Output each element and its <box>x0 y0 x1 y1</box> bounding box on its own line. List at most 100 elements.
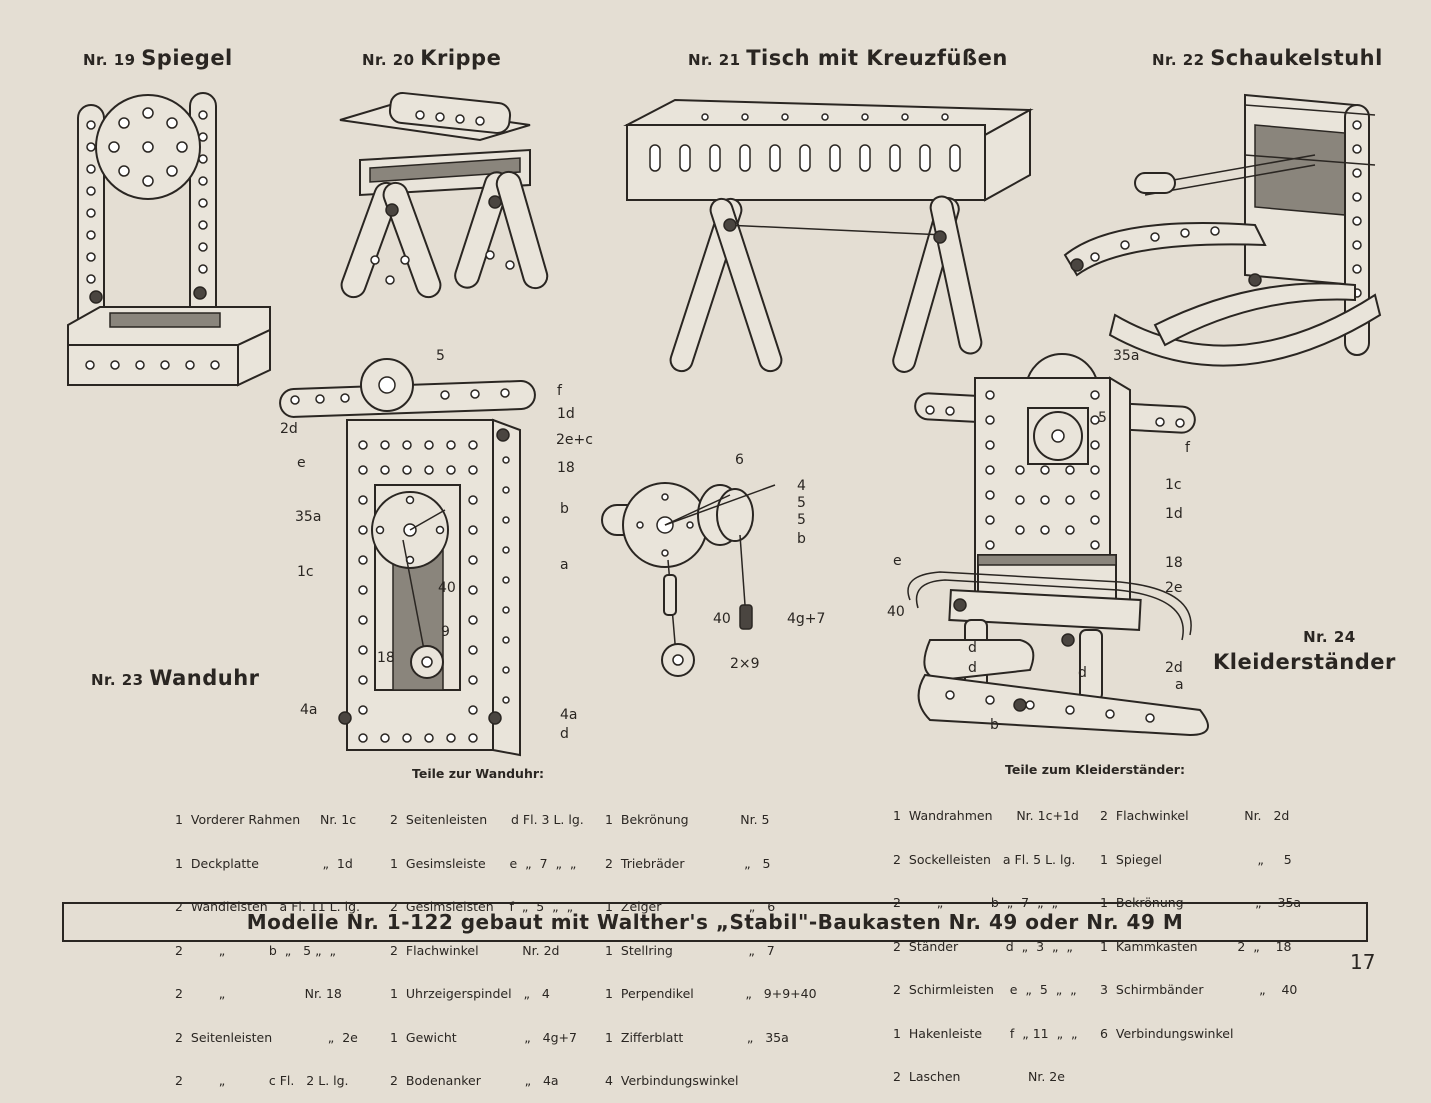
label-2d: 2d <box>280 421 298 437</box>
parts-line: 1 Vorderer Rahmen Nr. 1c <box>175 812 357 827</box>
parts-line: 2 „ c Fl. 2 L. lg. <box>175 1073 349 1088</box>
parts-line: 2 „ b „ 5 „ „ <box>175 942 336 958</box>
parts-line: 1 Hakenleiste f „ 11 „ „ <box>893 1025 1078 1041</box>
detail-label-b: b <box>797 531 806 547</box>
detail-label-40: 40 <box>713 611 731 627</box>
parts-line: 2 Seitenleisten d Fl. 3 L. lg. <box>390 812 584 827</box>
model-24-title: Nr. 24 Kleiderständer <box>1213 628 1396 674</box>
label-e: e <box>297 455 306 471</box>
label-d: d <box>560 726 569 742</box>
kleider-label-a: a <box>1175 677 1184 693</box>
label-40: 40 <box>438 580 456 596</box>
model-number: Nr. 19 <box>83 51 136 69</box>
parts-line: 1 Gewicht „ 4g+7 <box>390 1029 577 1045</box>
detail-label-5b: 5 <box>797 512 806 528</box>
label-35a: 35a <box>295 509 322 525</box>
parts-line: 2 „ Nr. 18 <box>175 986 342 1001</box>
parts-line: 6 Verbindungswinkel <box>1100 1025 1234 1041</box>
kleider-label-d1: d <box>968 640 977 656</box>
tisch-illustration <box>623 98 1034 373</box>
kleider-label-35a: 35a <box>1113 348 1140 364</box>
label-b: b <box>560 501 569 517</box>
parts-line: 1 Kammkasten 2 „ 18 <box>1100 938 1292 954</box>
model-name: Tisch mit Kreuzfüßen <box>746 46 1008 70</box>
label-18-inner: 18 <box>377 650 395 666</box>
parts-line: 2 Laschen Nr. 2e <box>893 1069 1065 1084</box>
label-5: 5 <box>436 348 445 364</box>
schaukelstuhl-illustration <box>1063 93 1382 367</box>
kleider-label-40: 40 <box>887 604 905 620</box>
kleider-label-b: b <box>990 717 999 733</box>
parts-line: 1 Bekrönung Nr. 5 <box>605 812 770 827</box>
spiegel-illustration <box>67 92 271 387</box>
parts-line: 1 Spiegel „ 5 <box>1100 851 1292 867</box>
parts-wanduhr-col3: 1 Bekrönung Nr. 5 2 Triebräder „ 5 1 Zei… <box>605 784 817 1103</box>
model-name: Kleiderständer <box>1213 650 1396 674</box>
parts-line: 1 Zifferblatt „ 35a <box>605 1029 789 1045</box>
parts-line: 1 Deckplatte „ 1d <box>175 855 353 871</box>
detail-label-4: 4 <box>797 478 806 494</box>
model-name: Spiegel <box>141 46 233 70</box>
model-name: Schaukelstuhl <box>1210 46 1383 70</box>
kleider-label-1d: 1d <box>1165 506 1183 522</box>
model-23-title: Nr. 23 Wanduhr <box>91 666 260 690</box>
kleider-label-5: 5 <box>1098 410 1107 426</box>
model-20-title: Nr. 20 Krippe <box>362 46 501 70</box>
label-4a-right: 4a <box>560 707 578 723</box>
model-range-banner: Modelle Nr. 1-122 gebaut mit Walther's „… <box>62 902 1368 942</box>
label-2e-c: 2e+c <box>556 432 593 448</box>
detail-label-4g7: 4g+7 <box>787 611 826 627</box>
parts-line: 1 Wandrahmen Nr. 1c+1d <box>893 808 1079 823</box>
parts-line: 1 Perpendikel „ 9+9+40 <box>605 986 817 1001</box>
model-number: Nr. 22 <box>1152 51 1205 69</box>
model-number: Nr. 20 <box>362 51 415 69</box>
parts-line: 1 Stellring „ 7 <box>605 942 775 958</box>
label-f: f <box>557 383 562 399</box>
parts-line: 2 Ständer d „ 3 „ „ <box>893 938 1073 954</box>
detail-label-2x9: 2×9 <box>730 656 760 672</box>
parts-line: 2 Flachwinkel Nr. 2d <box>1100 808 1290 823</box>
kleiderstaender-illustration <box>907 353 1209 737</box>
parts-line: 4 Verbindungswinkel <box>605 1073 739 1088</box>
model-number: Nr. 21 <box>688 51 741 69</box>
kleider-label-f: f <box>1185 440 1190 456</box>
detail-label-6: 6 <box>735 452 744 468</box>
model-22-title: Nr. 22 Schaukelstuhl <box>1152 46 1383 70</box>
parts-wanduhr-title: Teile zur Wanduhr: <box>412 766 545 781</box>
parts-line: 2 Bodenanker „ 4a <box>390 1073 559 1088</box>
model-number: Nr. 24 <box>1303 628 1356 646</box>
parts-line: 1 Gesimsleiste e „ 7 „ „ <box>390 855 577 871</box>
detail-label-5a: 5 <box>797 495 806 511</box>
parts-line: 2 Triebräder „ 5 <box>605 855 771 871</box>
kleider-label-18: 18 <box>1165 555 1183 571</box>
parts-line: 2 Schirmleisten e „ 5 „ „ <box>893 982 1077 997</box>
parts-line: 2 Seitenleisten „ 2e <box>175 1029 358 1045</box>
parts-line: 2 Sockelleisten a Fl. 5 L. lg. <box>893 851 1076 867</box>
uhrwerk-detail-illustration <box>601 482 776 677</box>
label-9: 9 <box>441 624 450 640</box>
parts-wanduhr-col1: 1 Vorderer Rahmen Nr. 1c 1 Deckplatte „ … <box>175 784 360 1103</box>
model-number: Nr. 23 <box>91 671 144 689</box>
label-1c: 1c <box>297 564 314 580</box>
label-4a-left: 4a <box>300 702 318 718</box>
model-21-title: Nr. 21 Tisch mit Kreuzfüßen <box>688 46 1008 70</box>
kleider-label-1c: 1c <box>1165 477 1182 493</box>
parts-line: 3 Schirmbänder „ 40 <box>1100 982 1298 997</box>
model-name: Wanduhr <box>149 666 260 690</box>
label-a: a <box>560 557 569 573</box>
krippe-illustration <box>339 91 549 299</box>
parts-kleider-title: Teile zum Kleiderständer: <box>1005 762 1185 777</box>
label-1d: 1d <box>557 406 575 422</box>
model-19-title: Nr. 19 Spiegel <box>83 46 233 70</box>
kleider-label-d3: d <box>1078 665 1087 681</box>
kleider-label-2e: 2e <box>1165 580 1183 596</box>
label-18: 18 <box>557 460 575 476</box>
wanduhr-illustration <box>279 358 536 757</box>
parts-line: 1 Uhrzeigerspindel „ 4 <box>390 986 550 1001</box>
kleider-label-e: e <box>893 553 902 569</box>
kleider-label-2d: 2d <box>1165 660 1183 676</box>
parts-line: 2 Flachwinkel Nr. 2d <box>390 942 560 958</box>
banner-text: Modelle Nr. 1-122 gebaut mit Walther's „… <box>246 910 1184 934</box>
parts-wanduhr-col2: 2 Seitenleisten d Fl. 3 L. lg. 1 Gesimsl… <box>390 784 584 1103</box>
kleider-label-d2: d <box>968 660 977 676</box>
